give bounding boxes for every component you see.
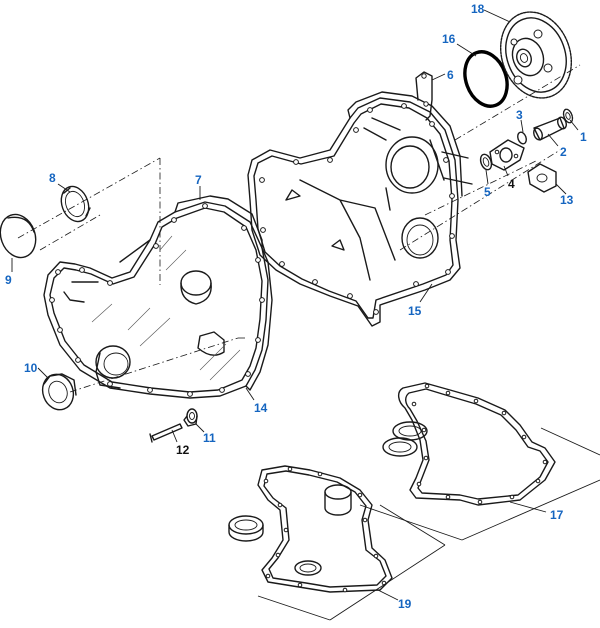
front-gear-cover-7 [43,195,273,399]
leader-lines [11,9,579,601]
front-cover-gasket-19 [228,465,446,621]
assembly-centerlines [17,64,581,393]
callout-14: 14 [254,401,268,415]
isolator-washer-11 [183,408,198,427]
callout-13: 13 [560,193,574,207]
cap-screw-12 [149,423,183,443]
o-ring-3 [517,131,527,145]
callout-11: 11 [203,431,216,445]
callout-4: 4 [508,177,515,191]
callout-6: 6 [447,68,454,82]
gasket-bolt-holes [411,383,548,505]
callout-8: 8 [49,171,56,185]
housing-bolt-holes [259,103,455,315]
callout-12: 12 [176,443,190,457]
callout-2: 2 [560,145,567,159]
cover-disc-9 [0,213,37,259]
idler-shaft-2 [533,116,567,141]
o-ring-16 [463,50,509,108]
callout-15: 15 [408,304,422,318]
gear-housing-gasket-17 [359,382,600,541]
retaining-plate-4 [489,139,525,171]
callout-19: 19 [398,597,412,611]
gear-housing-15 [247,91,473,327]
crank-seal-10 [41,373,77,411]
callout-7: 7 [195,173,202,187]
cover-plate-13 [527,163,557,193]
cover-bolt-holes [49,203,265,397]
callout-17: 17 [550,508,564,522]
callout-9: 9 [5,273,12,287]
callout-5: 5 [484,185,491,199]
callout-1: 1 [580,130,587,144]
oil-seal-8 [60,185,91,223]
seal-ring-5 [479,153,493,171]
callout-3: 3 [516,108,523,122]
callout-16: 16 [442,32,456,46]
thrust-washer-1 [562,108,574,124]
callout-labels: 1 2 3 4 5 6 7 8 9 10 11 12 13 14 15 16 1… [5,2,587,611]
idler-gear-18 [499,11,573,99]
callout-18: 18 [471,2,485,16]
callout-10: 10 [24,361,38,375]
vent-tube-6 [415,71,433,121]
